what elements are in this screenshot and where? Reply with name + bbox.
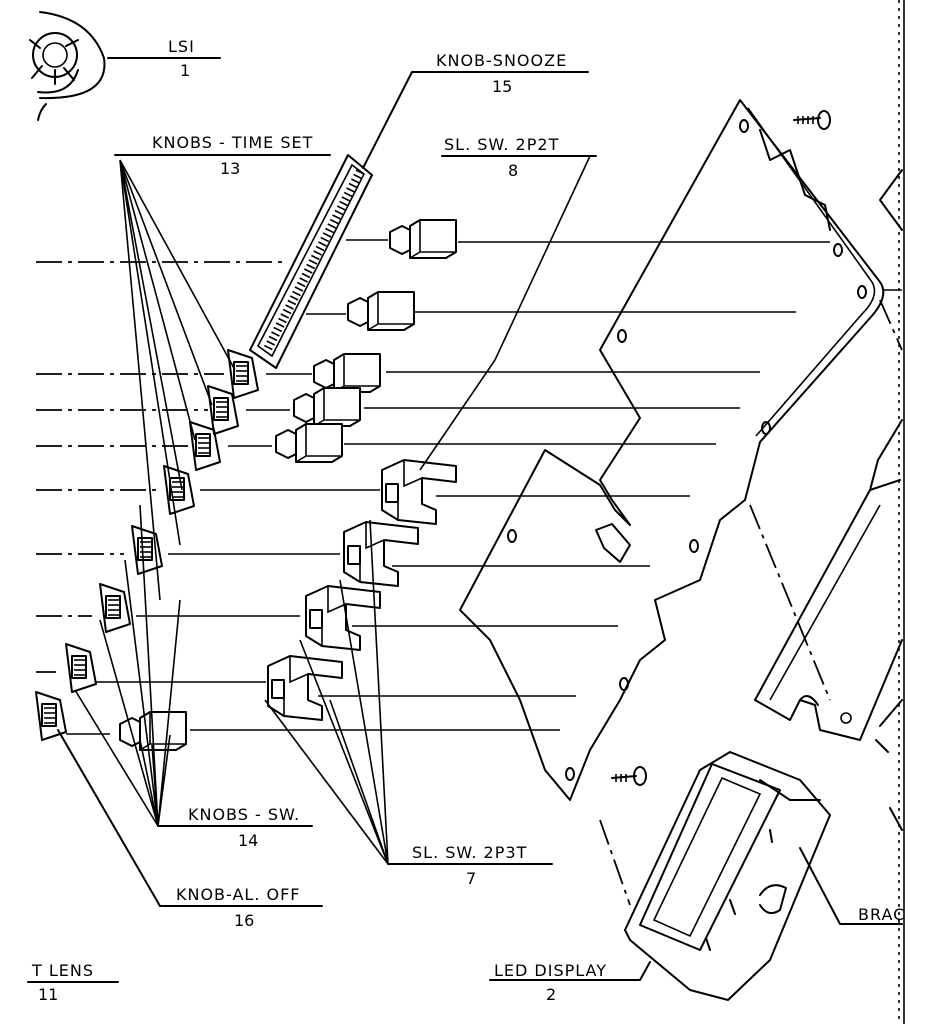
callout-knob-snooze-number: 15	[492, 77, 512, 96]
leader-lines	[27, 57, 903, 983]
slide-switches-part	[267, 459, 457, 721]
callout-sl-sw-2p3t: SL. SW. 2P3T 7	[412, 843, 527, 888]
screw-bottom	[611, 766, 647, 786]
callout-knob-snooze: KNOB-SNOOZE 15	[436, 51, 567, 96]
callout-sl-sw-2p3t-name: SL. SW. 2P3T	[412, 843, 527, 862]
bracket-part	[754, 0, 905, 1024]
led-display-part	[624, 751, 831, 1001]
callout-knobs-time-set: KNOBS - TIME SET 13	[152, 133, 313, 178]
callout-led-display-number: 2	[546, 985, 556, 1004]
callout-led-display: LED DISPLAY 2	[494, 961, 607, 1004]
callout-knob-snooze-name: KNOB-SNOOZE	[436, 51, 567, 70]
callout-t-lens-number: 11	[38, 985, 58, 1004]
callout-knob-al-off-name: KNOB-AL. OFF	[176, 885, 300, 904]
main-pcb-plate	[459, 99, 885, 801]
callout-knobs-time-set-name: KNOBS - TIME SET	[152, 133, 313, 152]
callout-bracket-name: BRAC	[858, 905, 905, 924]
callout-knobs-sw-name: KNOBS - SW.	[188, 805, 300, 824]
switch-knobs-part	[119, 219, 457, 751]
center-lines	[36, 239, 903, 906]
snooze-knob-part	[249, 154, 373, 369]
lsi-chip-part	[29, 11, 106, 121]
callout-t-lens-name: T LENS	[31, 961, 94, 980]
callout-sl-sw-2p2t: SL. SW. 2P2T 8	[444, 135, 559, 180]
callout-knobs-time-set-number: 13	[220, 159, 240, 178]
callout-bracket: BRAC	[858, 905, 905, 924]
callout-knobs-sw: KNOBS - SW. 14	[188, 805, 300, 850]
callout-knobs-sw-number: 14	[238, 831, 258, 850]
callout-lsi-name: LSI	[168, 37, 195, 56]
callout-sl-sw-2p2t-name: SL. SW. 2P2T	[444, 135, 559, 154]
callout-sl-sw-2p2t-number: 8	[508, 161, 518, 180]
callout-knob-al-off: KNOB-AL. OFF 16	[176, 885, 300, 930]
callout-lsi-number: 1	[180, 61, 190, 80]
callout-lsi: LSI 1	[168, 37, 195, 80]
callout-led-display-name: LED DISPLAY	[494, 961, 607, 980]
screw-top	[793, 110, 831, 130]
callout-knob-al-off-number: 16	[234, 911, 254, 930]
callout-sl-sw-2p3t-number: 7	[466, 869, 476, 888]
callout-t-lens: T LENS 11	[31, 961, 94, 1004]
